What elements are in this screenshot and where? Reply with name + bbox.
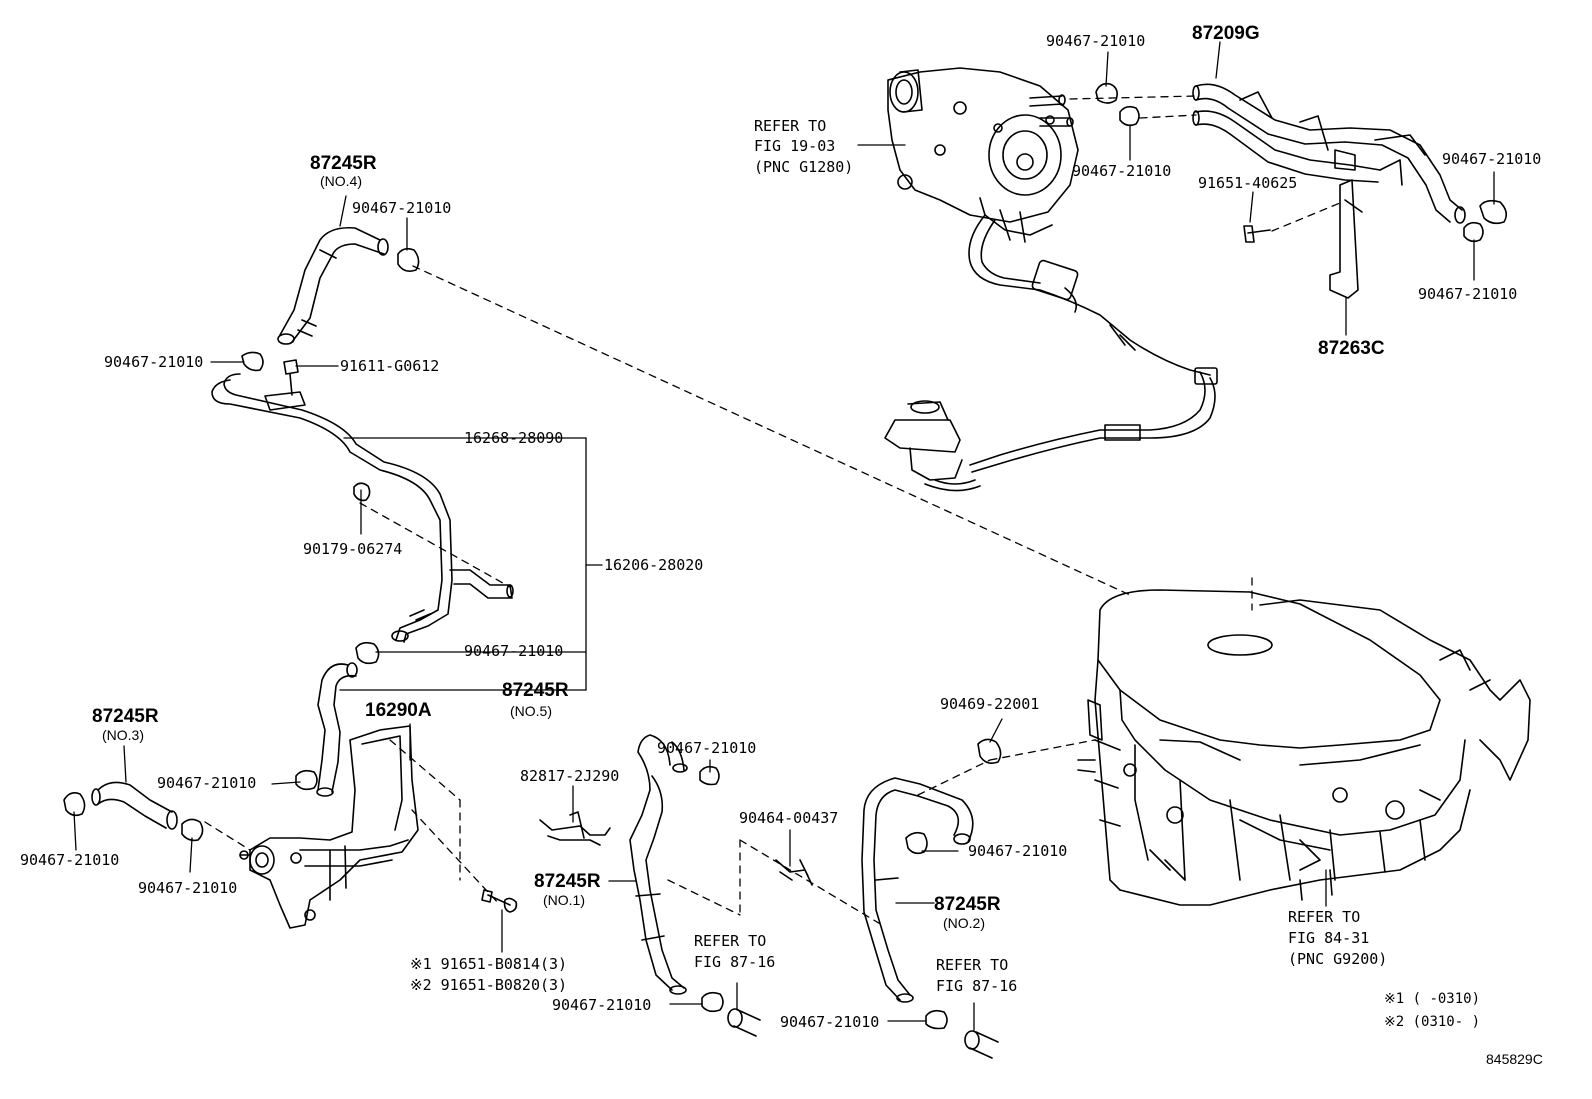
part-16206-28020-label: 16206-28020 — [604, 556, 704, 574]
part-87245r-no3-sub: (NO.3) — [102, 727, 144, 743]
water-pump-drawing — [884, 67, 1218, 492]
refer-fig-87-16-a-line1: REFER TO — [694, 932, 767, 950]
refer-fig-84-31-line2: FIG 84-31 — [1288, 929, 1370, 947]
hose-no3-drawing — [91, 781, 178, 830]
refer-fig-87-16-b-line2: FIG 87-16 — [936, 977, 1018, 995]
bolt-b0820-label: ※2 91651-B0820(3) — [410, 976, 568, 994]
bolt-b08-drawing — [481, 889, 518, 913]
bolt-40625-drawing — [1243, 225, 1271, 243]
part-87245r-no1-sub: (NO.1) — [543, 892, 585, 908]
clamp-label-10: 90467-21010 — [780, 1013, 880, 1031]
pipe-stub-1-drawing — [727, 1008, 761, 1037]
part-87245r-no5-sub: (NO.5) — [510, 703, 552, 719]
clamp-label-3: 90467-21010 — [464, 642, 564, 660]
clamp-label-14: 90467-21010 — [1418, 285, 1518, 303]
bolt-g0612-drawing — [283, 359, 299, 396]
part-90179-06274-label: 90179-06274 — [303, 540, 403, 558]
dashed-guides — [204, 95, 1341, 926]
hose-no4-drawing — [277, 226, 389, 345]
hose-no2-drawing — [861, 777, 974, 1003]
clamp-left-b-drawing — [355, 641, 380, 665]
refer-fig-87-16-a-line2: FIG 87-16 — [694, 953, 776, 971]
part-87245r-no2-label: 87245R — [934, 894, 1001, 915]
clamp-left-a-drawing — [241, 351, 264, 372]
clamp-label-1: 90467-21010 — [352, 199, 452, 217]
clamp-label-6: 90467-21010 — [138, 879, 238, 897]
bracket-87263c-drawing — [1329, 179, 1363, 299]
part-87245r-no2-sub: (NO.2) — [943, 915, 985, 931]
plug-90179-drawing — [353, 482, 371, 502]
clamp-no3-right-drawing — [181, 818, 204, 842]
refer-fig-84-31-line3: (PNC G9200) — [1288, 950, 1388, 968]
part-87245r-no4-sub: (NO.4) — [320, 173, 362, 189]
pipe-stub-2-drawing — [964, 1030, 999, 1059]
part-16268-28090-label: 16268-28090 — [464, 429, 564, 447]
refer-fig-19-03-line2: FIG 19-03 — [754, 137, 836, 155]
refer-fig-87-16-b-line1: REFER TO — [936, 956, 1009, 974]
part-91651-40625-label: 91651-40625 — [1198, 174, 1298, 192]
clamp-label-2: 90467-21010 — [104, 353, 204, 371]
hose-no5-drawing — [316, 662, 358, 797]
part-87245r-no5-label: 87245R — [502, 680, 569, 701]
part-87245r-no3-label: 87245R — [92, 706, 159, 727]
refer-fig-19-03-line3: (PNC G1280) — [754, 158, 854, 176]
clamp-no2-top-drawing — [977, 738, 1002, 764]
clip-90464-drawing — [775, 859, 813, 886]
clamp-no3-left-drawing — [63, 792, 86, 817]
footnote-1: ※1 ( -0310) — [1384, 991, 1481, 1007]
clamp-label-13: 90467-21010 — [1442, 150, 1542, 168]
clamp-no5-drawing — [295, 769, 318, 791]
diagram-id: 845829C — [1486, 1051, 1543, 1067]
part-90469-22001-label: 90469-22001 — [940, 695, 1040, 713]
part-90464-00437-label: 90464-00437 — [739, 809, 839, 827]
part-87245r-no4-label: 87245R — [310, 153, 377, 174]
clamp-no2-mid-drawing — [905, 831, 928, 855]
part-87263c-label: 87263C — [1318, 338, 1385, 359]
clamp-label-12: 90467-21010 — [1072, 162, 1172, 180]
clamp-no2-bottom-drawing — [925, 1009, 948, 1030]
refer-fig-84-31-line1: REFER TO — [1288, 908, 1361, 926]
part-16290a-label: 16290A — [365, 700, 432, 721]
clamp-label-5: 90467-21010 — [20, 851, 120, 869]
footnote-2: ※2 (0310- ) — [1384, 1014, 1481, 1030]
part-87245r-no1-label: 87245R — [534, 871, 601, 892]
refer-fig-19-03-line1: REFER TO — [754, 117, 827, 135]
clamp-label-7: 90467-21010 — [657, 739, 757, 757]
leader-lines — [73, 41, 1495, 1031]
part-91611-g0612-label: 91611-G0612 — [340, 357, 440, 375]
clamp-label-9: 90467-21010 — [968, 842, 1068, 860]
hose-no1-drawing — [629, 734, 688, 995]
clamp-label-8: 90467-21010 — [552, 996, 652, 1014]
part-87209g-label: 87209G — [1192, 23, 1260, 44]
clip-82817-drawing — [539, 811, 611, 846]
part-82817-2j290-label: 82817-2J290 — [520, 767, 620, 785]
clamps-top-right-drawing — [1095, 82, 1508, 243]
clamp-no4-drawing — [397, 247, 420, 272]
clamp-label-11: 90467-21010 — [1046, 32, 1146, 50]
pump-16290a-drawing — [239, 725, 419, 929]
clamp-no1-top-drawing — [699, 765, 720, 786]
hose-87209g-drawing — [1192, 83, 1466, 224]
pipe-16268-drawing — [211, 373, 514, 643]
inverter-assembly-drawing — [1077, 589, 1531, 906]
clamp-no1-bottom-drawing — [701, 991, 724, 1013]
clamp-label-4: 90467-21010 — [157, 774, 257, 792]
bolt-b0814-label: ※1 91651-B0814(3) — [410, 955, 568, 973]
